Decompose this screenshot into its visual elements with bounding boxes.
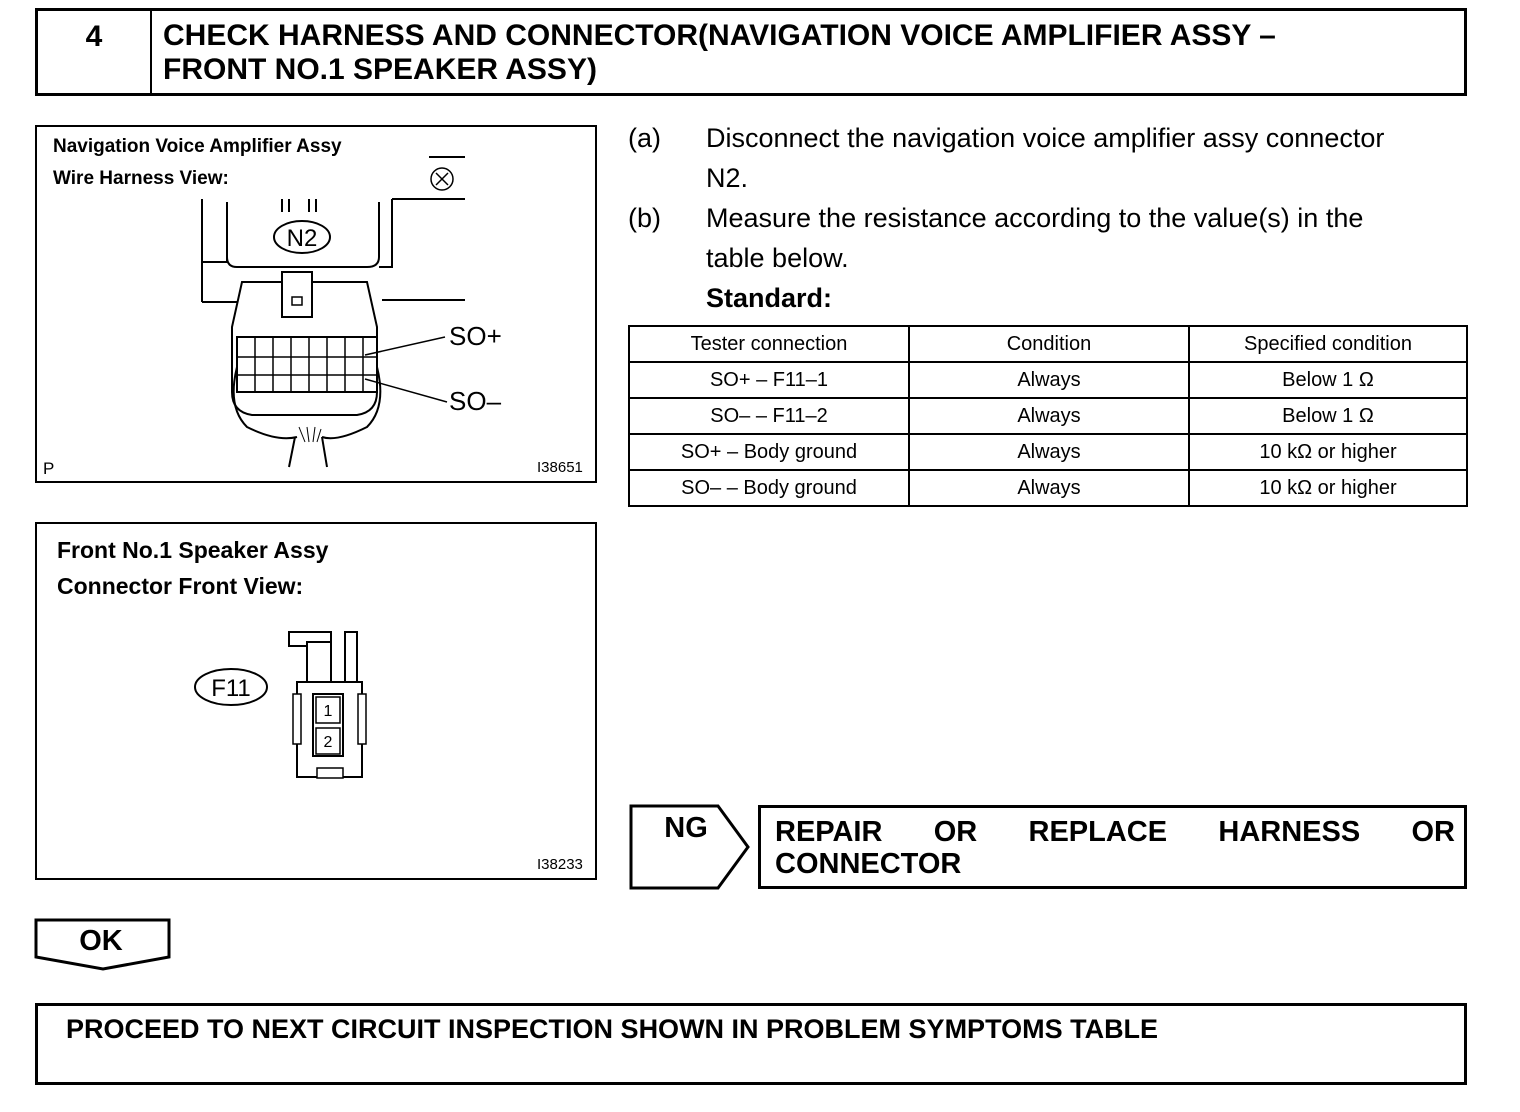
figure2-code: I38233 bbox=[537, 856, 583, 873]
figure1-title: Navigation Voice Amplifier Assy Wire Har… bbox=[53, 131, 342, 195]
pin-1 bbox=[315, 696, 341, 724]
pin-2 bbox=[315, 727, 341, 755]
resistance-spec-table: Tester connection Condition Specified co… bbox=[628, 325, 1468, 507]
table-cell: Always bbox=[908, 469, 1190, 507]
amplifier-connector-figure: Navigation Voice Amplifier Assy Wire Har… bbox=[35, 125, 597, 483]
so-minus-label: SO– bbox=[449, 386, 502, 416]
step-a-text: Disconnect the navigation voice amplifie… bbox=[706, 118, 1468, 198]
step-a-letter: (a) bbox=[628, 123, 661, 153]
step-b-letter: (b) bbox=[628, 203, 661, 233]
figure2-title-line1: Front No.1 Speaker Assy bbox=[57, 537, 329, 563]
table-cell: SO+ – F11–1 bbox=[628, 361, 910, 399]
table-row: SO– – Body ground Always 10 kΩ or higher bbox=[628, 469, 1468, 507]
ok-label: OK bbox=[79, 925, 123, 957]
figure1-corner-mark: P bbox=[43, 459, 55, 478]
table-cell: SO– – F11–2 bbox=[628, 397, 910, 435]
ng-action-line1: REPAIR OR REPLACE HARNESS OR bbox=[775, 816, 1455, 848]
figure1-title-line1: Navigation Voice Amplifier Assy bbox=[53, 136, 342, 157]
step-title-line2: FRONT NO.1 SPEAKER ASSY) bbox=[163, 53, 597, 86]
f11-connector-tag bbox=[194, 668, 268, 706]
table-cell: 10 kΩ or higher bbox=[1188, 469, 1468, 507]
pin1-label: 1 bbox=[324, 703, 333, 720]
standard-label: Standard: bbox=[706, 283, 833, 313]
ng-action-box: REPAIR OR REPLACE HARNESS OR CONNECTOR bbox=[758, 805, 1467, 889]
figure1-title-line2: Wire Harness View: bbox=[53, 168, 229, 189]
amplifier-harness-drawing: N2 SO+ SO– bbox=[201, 156, 502, 468]
ok-action-text: PROCEED TO NEXT CIRCUIT INSPECTION SHOWN… bbox=[66, 1014, 1159, 1044]
table-row: SO+ – F11–1 Always Below 1 Ω bbox=[628, 361, 1468, 399]
ok-arrow-icon bbox=[34, 918, 171, 971]
n2-connector-tag bbox=[273, 220, 331, 254]
step-b-text: Measure the resistance according to the … bbox=[706, 198, 1468, 318]
step-b-line1: Measure the resistance according to the … bbox=[706, 203, 1364, 233]
table-row: SO– – F11–2 Always Below 1 Ω bbox=[628, 397, 1468, 435]
view-direction-icon bbox=[430, 167, 454, 191]
table-row: SO+ – Body ground Always 10 kΩ or higher bbox=[628, 433, 1468, 471]
step-number: 4 bbox=[38, 11, 152, 93]
step-header: 4 CHECK HARNESS AND CONNECTOR(NAVIGATION… bbox=[35, 8, 1467, 96]
table-cell: Below 1 Ω bbox=[1188, 397, 1468, 435]
ok-action-box: PROCEED TO NEXT CIRCUIT INSPECTION SHOWN… bbox=[35, 1003, 1467, 1085]
table-cell: SO– – Body ground bbox=[628, 469, 910, 507]
table-cell: 10 kΩ or higher bbox=[1188, 433, 1468, 471]
step-title-line1: CHECK HARNESS AND CONNECTOR(NAVIGATION V… bbox=[163, 19, 1276, 52]
table-header-row: Tester connection Condition Specified co… bbox=[628, 325, 1468, 363]
n2-label: N2 bbox=[287, 225, 318, 252]
header-tester-connection: Tester connection bbox=[628, 325, 910, 363]
figure1-code: I38651 bbox=[537, 459, 583, 476]
f11-label: F11 bbox=[211, 675, 251, 702]
header-specified-condition: Specified condition bbox=[1188, 325, 1468, 363]
pin2-label: 2 bbox=[324, 734, 333, 751]
ng-arrow-icon bbox=[629, 804, 750, 890]
table-cell: Always bbox=[908, 361, 1190, 399]
ng-action-line2: CONNECTOR bbox=[775, 848, 962, 880]
so-plus-label: SO+ bbox=[449, 321, 502, 351]
figure2-title-line2: Connector Front View: bbox=[57, 573, 304, 599]
step-b-line2: table below. bbox=[706, 243, 849, 273]
step-title: CHECK HARNESS AND CONNECTOR(NAVIGATION V… bbox=[163, 19, 1443, 87]
ng-label: NG bbox=[664, 812, 708, 844]
table-cell: SO+ – Body ground bbox=[628, 433, 910, 471]
table-cell: Always bbox=[908, 433, 1190, 471]
speaker-connector-figure: Front No.1 Speaker Assy Connector Front … bbox=[35, 522, 597, 880]
header-condition: Condition bbox=[908, 325, 1190, 363]
speaker-connector-drawing: F11 1 2 bbox=[194, 631, 367, 779]
step-a-line1: Disconnect the navigation voice amplifie… bbox=[706, 123, 1385, 153]
table-cell: Below 1 Ω bbox=[1188, 361, 1468, 399]
figure2-title: Front No.1 Speaker Assy Connector Front … bbox=[57, 532, 328, 604]
table-cell: Always bbox=[908, 397, 1190, 435]
step-a-line2: N2. bbox=[706, 163, 749, 193]
